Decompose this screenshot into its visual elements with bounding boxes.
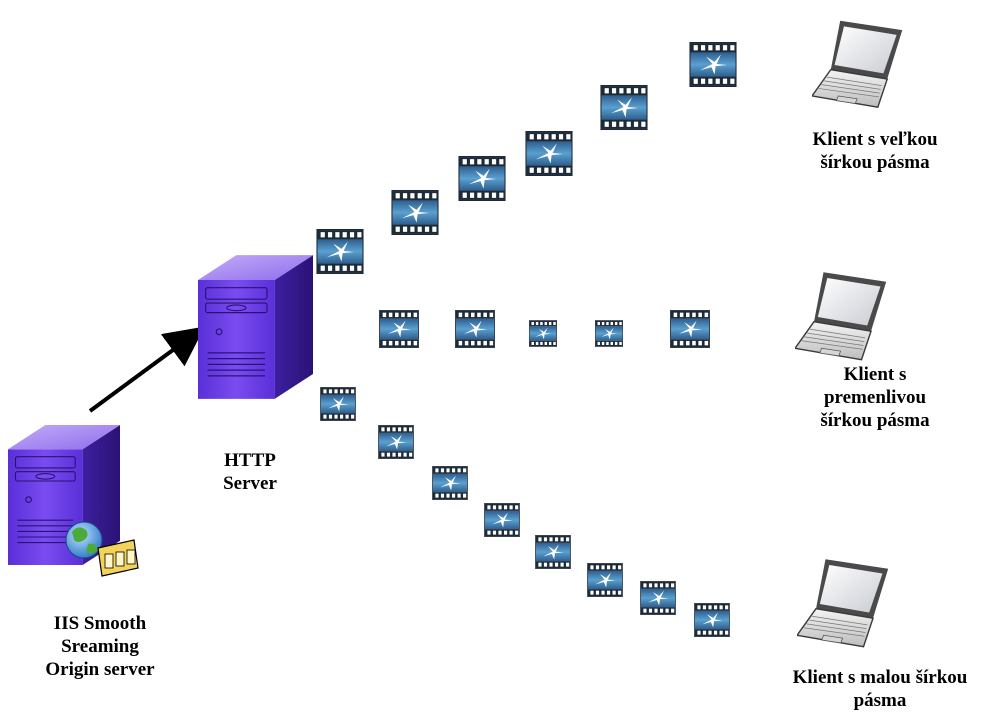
http-server-icon — [198, 254, 313, 400]
origin-server-label-line: IIS Smooth — [53, 613, 147, 634]
variable-bandwidth-stream — [379, 310, 710, 348]
laptop-icon — [795, 271, 887, 361]
client-variable-bandwidth-label: Klient s premenlivou šírkou pásma — [790, 363, 960, 432]
video-chunk-icon — [525, 131, 573, 176]
client-low-label-line: Klient s malou šírkou — [792, 667, 968, 688]
http-server-label: HTTP Server — [210, 449, 290, 495]
video-chunk-icon — [484, 503, 520, 537]
origin-server-label-line: Sreaming — [61, 636, 139, 657]
video-chunk-icon — [587, 563, 623, 597]
video-chunk-icon — [670, 310, 710, 348]
origin-server-label-line: Origin server — [45, 659, 155, 680]
video-chunk-icon — [458, 156, 506, 201]
client-high-bandwidth-label: Klient s veľkou šírkou pásma — [790, 128, 960, 174]
laptop-icon — [812, 20, 903, 108]
video-chunk-icon — [600, 85, 648, 130]
client-variable-label-line: šírkou pásma — [820, 410, 930, 431]
video-chunk-icon — [432, 466, 468, 500]
video-chunk-icon — [535, 535, 571, 569]
client-low-bandwidth-label: Klient s malou šírkou pásma — [770, 666, 990, 712]
video-chunk-icon — [320, 387, 356, 421]
client-variable-label-line: Klient s — [843, 364, 907, 385]
low-bandwidth-stream — [320, 387, 730, 637]
origin-server-label: IIS Smooth Sreaming Origin server — [10, 612, 190, 681]
video-chunk-icon — [640, 581, 676, 615]
origin-server-icon — [8, 424, 139, 577]
video-chunk-icon — [378, 425, 414, 459]
client-high-label-line: šírkou pásma — [820, 152, 930, 173]
video-chunk-icon — [316, 229, 364, 274]
video-chunk-icon — [455, 310, 495, 348]
video-chunk-icon — [595, 320, 623, 347]
globe-icon — [65, 521, 103, 559]
http-server-label-line: Server — [223, 473, 277, 494]
client-variable-label-line: premenlivou — [823, 387, 927, 408]
video-chunk-icon — [694, 603, 730, 637]
video-chunk-icon — [689, 42, 737, 87]
video-chunk-icon — [529, 320, 557, 347]
high-bandwidth-stream — [316, 42, 737, 274]
http-server-label-line: HTTP — [224, 450, 276, 471]
film-reel-icon — [97, 539, 139, 577]
video-chunk-icon — [391, 190, 439, 235]
client-low-label-line: pásma — [853, 690, 907, 711]
client-high-label-line: Klient s veľkou — [812, 129, 938, 150]
laptop-icon — [797, 558, 889, 648]
video-chunk-icon — [379, 310, 419, 348]
upload-arrow — [88, 326, 205, 413]
